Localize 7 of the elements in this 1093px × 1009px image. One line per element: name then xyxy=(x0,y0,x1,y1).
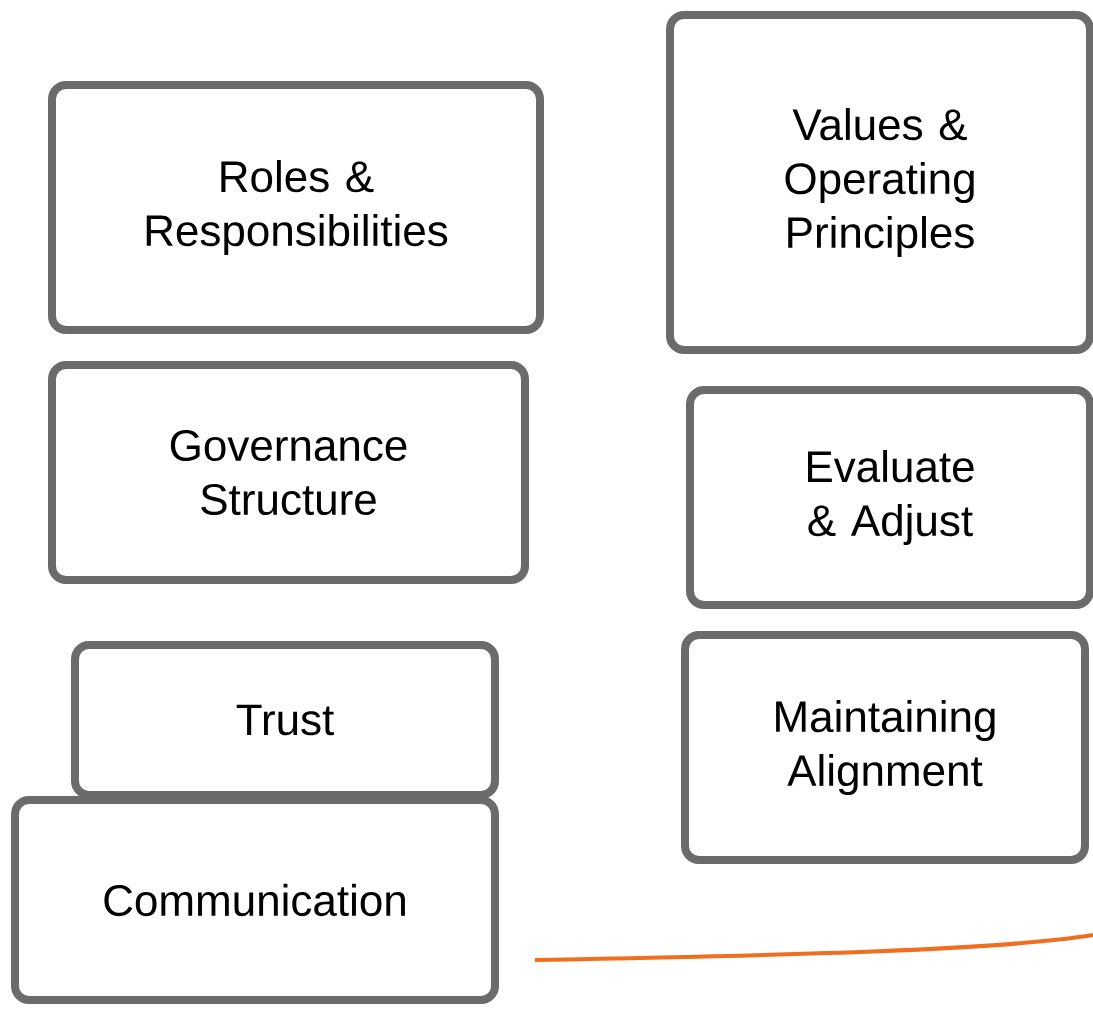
text-box: Governance Structure xyxy=(48,361,529,584)
text-box: Evaluate & Adjust xyxy=(686,386,1093,609)
text-box: Maintaining Alignment xyxy=(681,631,1089,864)
text-box: Values & Operating Principles xyxy=(666,11,1093,354)
text-box: Communication xyxy=(11,796,499,1004)
text-box: Trust xyxy=(71,641,499,799)
text-box: Roles & Responsibilities xyxy=(48,81,544,334)
